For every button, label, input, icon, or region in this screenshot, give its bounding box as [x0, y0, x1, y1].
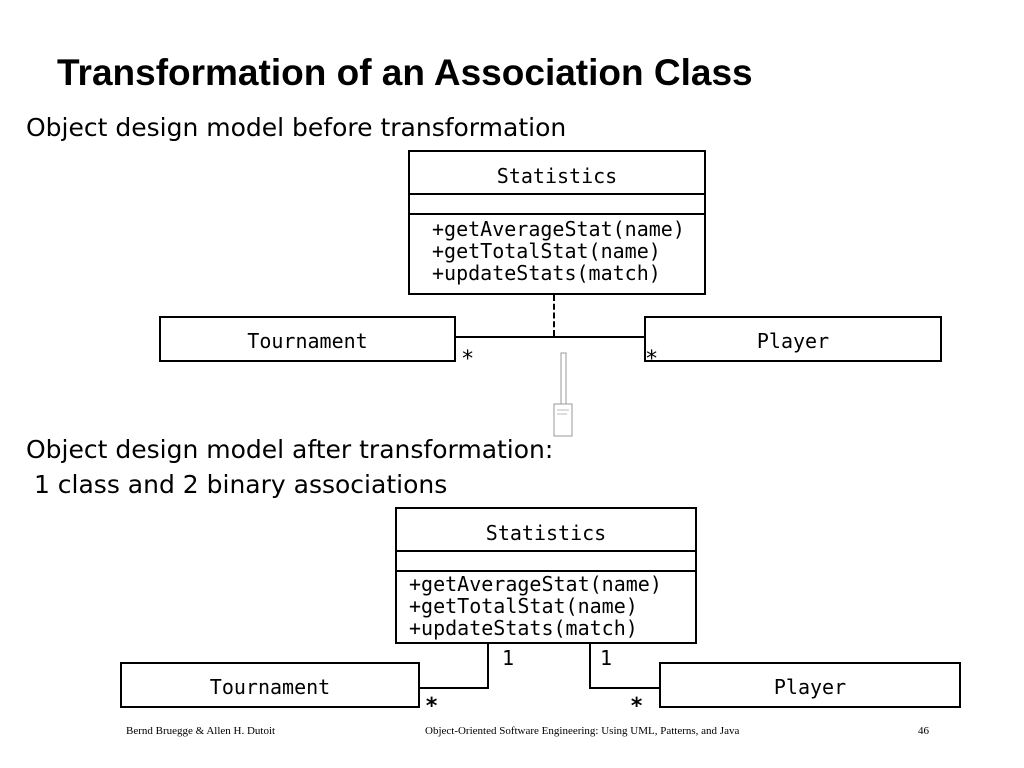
footer-authors: Bernd Bruegge & Allen H. Dutoit: [126, 725, 276, 737]
after-multiplicity-player: *: [630, 694, 644, 719]
after-statistics-attr-separator: [397, 550, 695, 552]
after-statistics-op-separator: [397, 570, 695, 572]
before-heading: Object design model before transformatio…: [26, 113, 567, 142]
transformation-arrow-icon: [553, 352, 573, 437]
after-operation-get-total-stat: +getTotalStat(name): [409, 594, 638, 618]
before-statistics-name: Statistics: [496, 164, 618, 188]
after-multiplicity-tournament: *: [425, 694, 439, 719]
before-multiplicity-player: *: [645, 347, 659, 372]
before-player-name: Player: [756, 329, 830, 353]
before-association-class-link: [553, 295, 555, 336]
after-statistics-operations: +getAverageStat(name) +getTotalStat(name…: [409, 573, 662, 639]
before-operation-get-total-stat: +getTotalStat(name): [432, 239, 661, 263]
after-statistics-class: Statistics +getAverageStat(name) +getTot…: [395, 507, 697, 644]
before-player-class: Player: [644, 316, 942, 362]
after-heading-line2: 1 class and 2 binary associations: [26, 470, 448, 499]
after-multiplicity-stat-player: 1: [600, 646, 613, 670]
after-association-tournament-vertical: [487, 644, 489, 689]
footer-book-title: Object-Oriented Software Engineering: Us…: [425, 725, 740, 737]
after-tournament-class: Tournament: [120, 662, 420, 708]
after-player-class: Player: [659, 662, 961, 708]
before-statistics-class: Statistics +getAverageStat(name) +getTot…: [408, 150, 706, 295]
after-statistics-name: Statistics: [485, 521, 607, 545]
before-association-line: [456, 336, 644, 338]
footer-page-number: 46: [918, 725, 929, 737]
before-statistics-operations: +getAverageStat(name) +getTotalStat(name…: [432, 218, 685, 284]
after-player-name: Player: [773, 675, 847, 699]
after-association-player-vertical: [589, 644, 591, 689]
after-operation-get-average-stat: +getAverageStat(name): [409, 572, 662, 596]
before-tournament-class: Tournament: [159, 316, 456, 362]
before-operation-get-average-stat: +getAverageStat(name): [432, 217, 685, 241]
before-tournament-name: Tournament: [247, 329, 368, 353]
before-multiplicity-tournament: *: [461, 347, 475, 372]
after-multiplicity-stat-tournament: 1: [502, 646, 515, 670]
before-statistics-op-separator: [410, 213, 704, 215]
before-operation-update-stats: +updateStats(match): [432, 261, 661, 285]
after-association-tournament-horizontal: [420, 687, 489, 689]
slide-title: Transformation of an Association Class: [57, 52, 753, 93]
after-heading-line1: Object design model after transformation…: [26, 435, 554, 464]
before-statistics-attr-separator: [410, 193, 704, 195]
after-operation-update-stats: +updateStats(match): [409, 616, 638, 640]
after-association-player-horizontal: [589, 687, 659, 689]
after-tournament-name: Tournament: [209, 675, 331, 699]
